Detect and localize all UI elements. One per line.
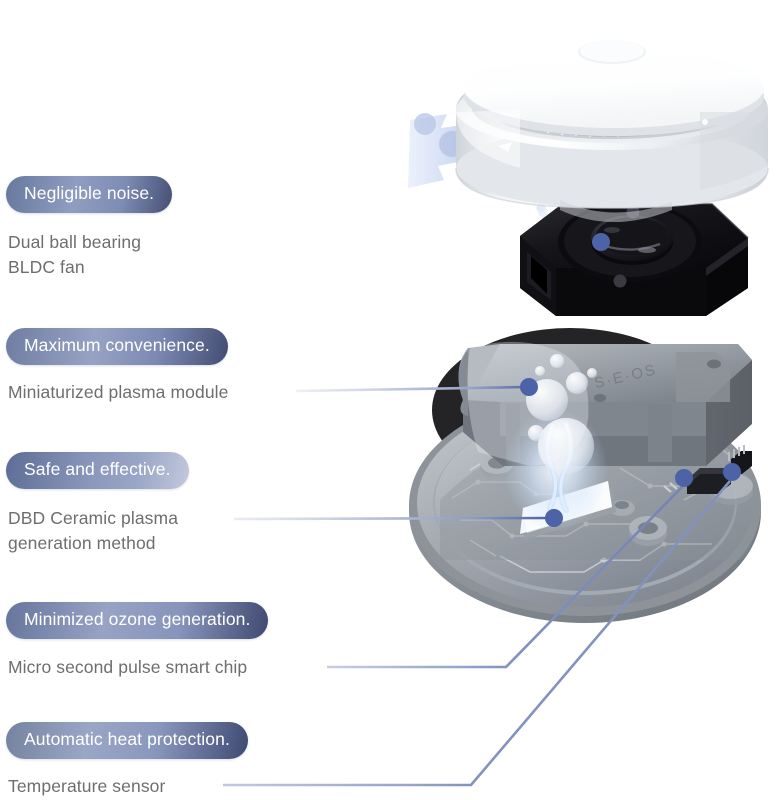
temperature-sensor — [728, 445, 752, 474]
callout-badge-ozone[interactable]: Minimized ozone generation. — [6, 602, 269, 639]
device-shell — [455, 40, 769, 209]
screw-boss — [480, 452, 753, 546]
callout-badge-heat[interactable]: Automatic heat protection. — [6, 722, 248, 759]
callout-sublabel-ozone: Micro second pulse smart chip — [8, 657, 248, 677]
callout-badge-label: Automatic heat protection. — [24, 729, 230, 749]
callout-badge-label: Maximum convenience. — [24, 335, 210, 355]
callout-badge-safety[interactable]: Safe and effective. — [6, 452, 189, 489]
blower-fan-module — [520, 202, 749, 316]
plasma-module: S·E·OS — [458, 341, 752, 466]
callout-badge-label: Minimized ozone generation. — [24, 609, 251, 629]
leader-noise — [190, 233, 610, 251]
callout-sublabel-heat: Temperature sensor — [8, 776, 166, 796]
callout-badge-noise[interactable]: Negligible noise. — [6, 176, 173, 213]
callout-sublabel-safety: DBD Ceramic plasma generation method — [8, 508, 179, 553]
vent-grille — [518, 103, 690, 138]
callout-sublabel-noise: Dual ball bearing BLDC fan — [8, 232, 142, 277]
leader-heat — [223, 463, 741, 787]
callout-badge-label: Safe and effective. — [24, 459, 171, 479]
plasma-discharge — [504, 408, 608, 532]
callout-badge-label: Negligible noise. — [24, 183, 155, 203]
airflow-arrow-left — [408, 113, 470, 188]
leader-ozone — [327, 469, 693, 669]
callout-sublabel-convenience: Miniaturized plasma module — [8, 382, 229, 402]
base-plate — [409, 328, 761, 623]
ceramic-plasma-plate — [520, 481, 616, 540]
callout-badge-convenience[interactable]: Maximum convenience. — [6, 328, 228, 365]
airflow-arrow-right — [683, 122, 752, 190]
ion-bubbles — [526, 203, 597, 474]
leader-convenience — [295, 378, 538, 396]
pulse-smart-chip — [663, 468, 731, 494]
leader-safety — [233, 509, 563, 527]
svg-text:S·E·OS: S·E·OS — [593, 361, 659, 392]
